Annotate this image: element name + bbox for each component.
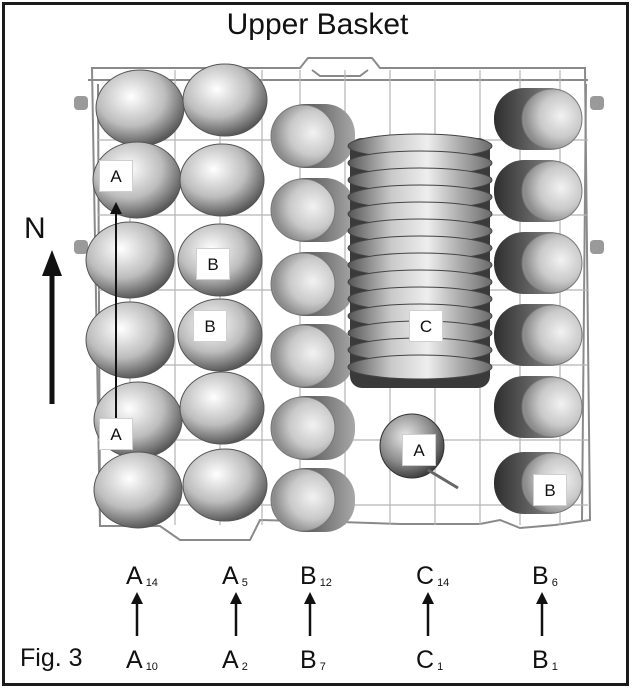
- item-label-b: B: [193, 310, 227, 342]
- plates-stack: [347, 133, 493, 388]
- plate-rim: [347, 354, 493, 380]
- north-label: N: [24, 212, 46, 245]
- figure-label: Fig. 3: [20, 644, 83, 672]
- glasses-column-3: [270, 104, 355, 532]
- loading-direction-arrow: [110, 202, 122, 430]
- position-arrows: [131, 592, 548, 636]
- item-label-c: C: [409, 310, 443, 342]
- glasses-column-5: [494, 88, 583, 514]
- item-label-b: B: [196, 248, 230, 280]
- item-label-a: A: [99, 160, 133, 192]
- item-label-a: A: [99, 418, 133, 450]
- north-arrow-icon: [42, 250, 62, 404]
- item-label-b: B: [533, 474, 567, 506]
- basket-title: Upper Basket: [226, 8, 409, 41]
- basket-side-knobs: [74, 96, 604, 254]
- item-label-a: A: [402, 434, 436, 466]
- cups-column-2: [177, 63, 268, 522]
- basket-wire-frame: [88, 57, 592, 541]
